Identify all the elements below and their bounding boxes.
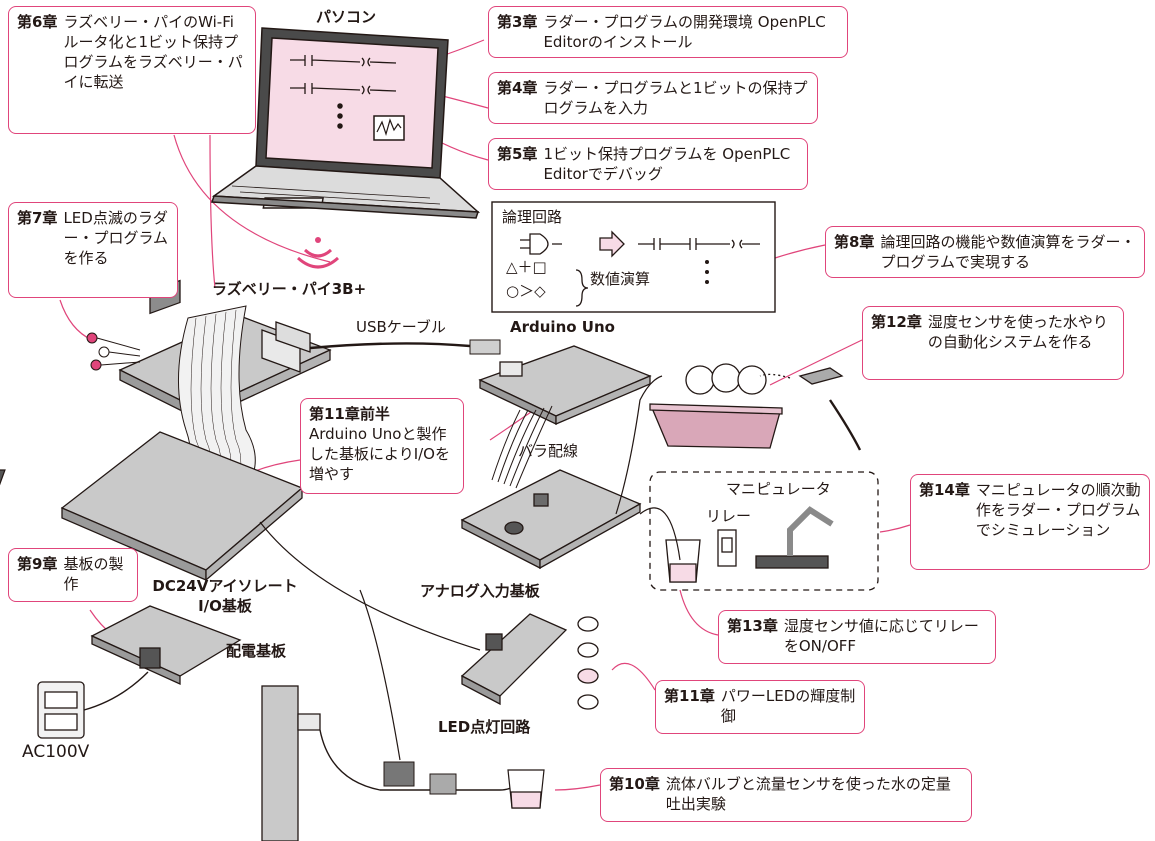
callout-ch3: 第3章ラダー・プログラムの開発環境 OpenPLC Editorのインストール (488, 6, 848, 58)
callout-ch4: 第4章ラダー・プログラムと1ビットの保持プログラムを入力 (488, 72, 818, 124)
callout-ch7: 第7章 LED点滅のラダー・プログラムを作る (8, 202, 178, 298)
led-circuit-illustration (460, 613, 599, 710)
chapter-text: 1ビット保持プログラムを OpenPLC Editorでデバッグ (543, 145, 791, 183)
valve-pipe-illustration (259, 521, 521, 791)
leader-lines (59, 39, 911, 791)
numeric-symbols-2: ○＞◇ (506, 282, 546, 300)
manipulator-label: マニピュレータ (726, 480, 831, 498)
chapter-text: 湿度センサ値に応じてリレーをON/OFF (783, 617, 979, 655)
usb-cable-label: USBケーブル (356, 318, 446, 336)
plant-pot-illustration (649, 363, 783, 449)
callout-ch11: 第11章パワーLEDの輝度制御 (655, 680, 865, 734)
wifi-icon (296, 237, 340, 269)
chapter-text: ラダー・プログラムと1ビットの保持プログラムを入力 (543, 79, 808, 117)
callout-ch11-first-half: 第11章前半 Arduino Unoと製作した基板によりI/Oを増やす (300, 398, 464, 494)
ac100v-label: AC100V (22, 742, 90, 762)
outlet-illustration (37, 681, 85, 739)
numeric-label: 数値演算 (590, 270, 651, 288)
chapter-number: 第9章 (17, 555, 58, 573)
callout-ch10: 第10章流体バルブと流量センサを使った水の定量吐出実験 (600, 768, 972, 822)
chapter-number: 第14章 (919, 481, 970, 499)
dc24v-board-label: DC24Vアイソレート I/O基板 (152, 577, 298, 615)
logic-panel (491, 201, 776, 313)
arduino-illustration (478, 345, 652, 426)
manipulator-frame (649, 471, 879, 591)
chapter-text: マニピュレータの順次動作をラダー・プログラムでシミュレーション (975, 481, 1141, 539)
callout-ch6: 第6章ラズベリー・パイのWi-Fiルータ化と1ビット保持プログラムをラズベリー・… (8, 6, 256, 134)
raspi-label: ラズベリー・パイ3B+ (212, 280, 367, 298)
callout-ch5: 第5章 1ビット保持プログラムを OpenPLC Editorでデバッグ (488, 138, 808, 190)
manipulator-illustration (665, 506, 834, 583)
analog-board-illustration (460, 469, 642, 570)
callout-ch14: 第14章マニピュレータの順次動作をラダー・プログラムでシミュレーション (910, 474, 1150, 570)
led-circuit-label: LED点灯回路 (438, 718, 531, 736)
chapter-text: パワーLEDの輝度制御 (720, 687, 856, 725)
chapter-text: 流体バルブと流量センサを使った水の定量吐出実験 (665, 775, 951, 813)
callout-ch8: 第8章論理回路の機能や数値演算をラダー・プログラムで実現する (825, 226, 1145, 278)
logic-circuit-label: 論理回路 (502, 208, 563, 226)
chapter-number: 第7章 (17, 209, 58, 227)
usb-plug (469, 339, 501, 355)
laptop-illustration (210, 27, 481, 219)
chapter-number: 第11章前半 (309, 405, 390, 423)
chapter-number: 第8章 (834, 233, 875, 251)
pc-label: パソコン (316, 8, 377, 26)
watering-hose (759, 367, 862, 451)
chapter-text: 論理回路の機能や数値演算をラダー・プログラムで実現する (880, 233, 1136, 271)
chapter-number: 第12章 (871, 313, 922, 331)
arduino-label: Arduino Uno (510, 318, 615, 336)
chapter-text: LED点滅のラダー・プログラムを作る (63, 209, 168, 267)
chapter-text: Arduino Unoと製作した基板によりI/Oを増やす (309, 425, 450, 483)
logic-panel-graphics (520, 230, 760, 307)
power-board-illustration (90, 605, 242, 686)
beaker (507, 769, 545, 809)
chapter-text: ラダー・プログラムの開発環境 OpenPLC Editorのインストール (543, 13, 826, 51)
chapter-text: 基板の製作 (63, 555, 124, 593)
chapter-text: 湿度センサを使った水やりの自動化システムを作る (927, 313, 1108, 351)
numeric-symbols-1: △＋□ (506, 258, 547, 276)
dc24v-board-illustration (0, 431, 304, 582)
relay-label: リレー (706, 507, 752, 525)
chapter-number: 第6章 (17, 13, 58, 31)
chapter-text: ラズベリー・パイのWi-Fiルータ化と1ビット保持プログラムをラズベリー・パイに… (63, 13, 243, 91)
callout-ch12: 第12章湿度センサを使った水やりの自動化システムを作る (862, 306, 1124, 380)
jumper-wires (491, 405, 553, 489)
chapter-number: 第3章 (497, 13, 538, 31)
callout-ch13: 第13章湿度センサ値に応じてリレーをON/OFF (718, 610, 996, 664)
jumper-wire-label: バラ配線 (518, 442, 579, 460)
faucet-illustration (261, 685, 321, 841)
chapter-number: 第11章 (664, 687, 715, 705)
callout-ch9: 第9章基板の製作 (8, 548, 138, 602)
analog-board-label: アナログ入力基板 (420, 582, 540, 600)
power-board-label: 配電基板 (226, 642, 287, 660)
usb-cable (309, 342, 471, 350)
chapter-number: 第5章 (497, 145, 538, 163)
led-indicators (86, 332, 141, 371)
chapter-number: 第10章 (609, 775, 660, 793)
chapter-number: 第4章 (497, 79, 538, 97)
chapter-number: 第13章 (727, 617, 778, 635)
